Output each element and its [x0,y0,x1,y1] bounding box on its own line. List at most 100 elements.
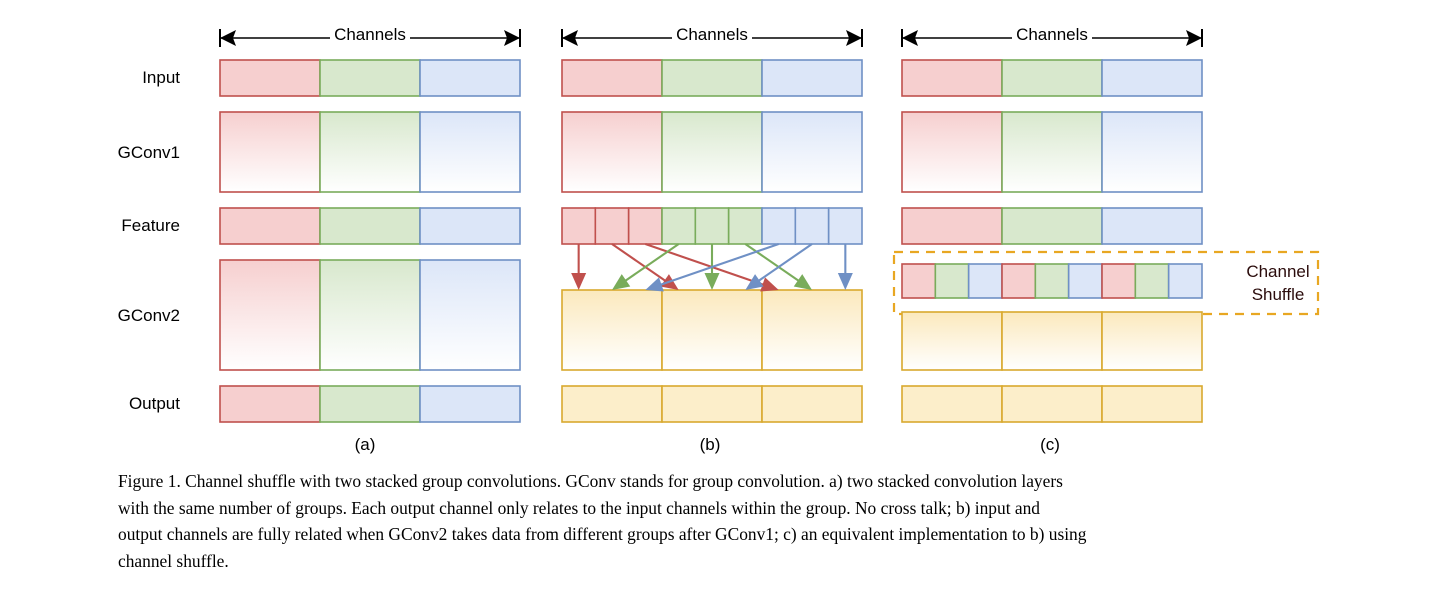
arrow-head [760,277,779,292]
panel-label-c: (c) [1040,435,1060,454]
channel-block-blue [761,111,863,193]
caption-line-3: output channels are fully related when G… [118,524,1087,545]
axis-arrowhead-left [562,30,578,46]
channel-block-red [901,111,1003,193]
channel-block-red [561,59,663,97]
channel-block-green [1001,111,1103,193]
channel-block-blue [419,111,521,193]
connection-arrow-blue [645,243,780,292]
arrow-head [837,273,853,290]
panel-c-row-shuffle [901,263,1203,299]
connection-arrow-red [571,244,587,290]
channel-block-yellow [901,385,1003,423]
axis-arrowhead-right [846,30,862,46]
channel-block-blue [1101,207,1203,245]
channel-block-red [901,59,1003,97]
connection-arrow-green [744,243,812,290]
arrow-head [704,273,720,290]
channel-block-yellow [1001,385,1103,423]
channel-block-green [319,111,421,193]
panel-label-b: (b) [699,435,721,454]
channel-block-yellow [901,311,1003,371]
channel-block-green [1001,207,1103,245]
arrow-shaft [611,243,669,284]
channel-cell-red [561,207,597,245]
channel-cell-green [661,207,697,245]
channel-cell-green [694,207,730,245]
panel-c-row-gconv1 [901,111,1203,193]
caption-line-4: channel shuffle. [118,550,229,571]
arrow-head [571,273,587,290]
axis-arrowhead-right [1186,30,1202,46]
arrow-head [612,274,631,290]
connection-arrow-red [644,243,779,292]
channel-cell-red [627,207,663,245]
panel-a-row-feature [219,207,521,245]
channel-block-yellow [1101,311,1203,371]
channel-block-green [1001,59,1103,97]
channel-block-yellow [761,289,863,371]
caption-paragraph: Figure 1. Channel shuffle with two stack… [118,468,1318,574]
row-label-input: Input [142,68,180,87]
channel-cell-blue [794,207,830,245]
axis-arrowhead-left [902,30,918,46]
channel-cell-green [1034,263,1070,299]
channel-block-red [219,111,321,193]
panel-c-row-output [901,385,1203,423]
arrow-head [793,274,812,290]
channel-block-green [319,385,421,423]
caption-line-2: with the same number of groups. Each out… [118,497,1040,518]
arrow-head [745,274,764,290]
connection-arrow-green [704,244,720,290]
channel-cell-green [1134,263,1170,299]
row-label-gconv1: GConv1 [117,143,180,162]
connection-arrow-blue [837,244,853,290]
channel-cell-red [901,263,937,299]
channel-block-yellow [1001,311,1103,371]
channel-block-yellow [1101,385,1203,423]
arrow-head [645,277,664,292]
channel-block-blue [419,59,521,97]
panel-c-row-feature [901,207,1203,245]
channel-cell-red [1101,263,1137,299]
channel-block-blue [419,259,521,371]
row-label-feature: Feature [121,216,180,235]
channel-block-yellow [661,385,763,423]
channel-cell-red [594,207,630,245]
channel-shuffle-line2: Shuffle [1251,285,1305,304]
channel-block-green [661,59,763,97]
channel-block-blue [419,207,521,245]
figure-caption: Figure 1. Channel shuffle with two stack… [118,468,1318,574]
channel-block-yellow [561,289,663,371]
arrow-shaft [657,243,780,287]
channel-block-red [561,111,663,193]
channel-shuffle-box [892,250,1320,316]
channel-block-red [219,385,321,423]
axis-arrowhead-right [504,30,520,46]
channel-block-blue [419,385,521,423]
channel-block-blue [1101,59,1203,97]
channel-block-red [901,207,1003,245]
channel-block-green [661,111,763,193]
arrow-shaft [622,243,680,284]
channel-cell-blue [761,207,797,245]
caption-line-1: Figure 1. Channel shuffle with two stack… [118,471,1063,491]
panel-b-row-gconv2 [561,289,863,371]
channel-cell-blue [1167,263,1203,299]
channel-shuffle-line1: Channel [1246,262,1310,281]
channel-block-red [219,207,321,245]
panel-c-row-gconv2 [901,311,1203,371]
channels-axis-label-c: Channels [1012,25,1092,45]
axis-arrowhead-left [220,30,236,46]
channel-cell-green [727,207,763,245]
channels-axis-label-a: Channels [330,25,410,45]
panel-b-row-output [561,385,863,423]
arrow-shaft [644,243,767,287]
channel-cell-blue [1067,263,1103,299]
panel-a-row-gconv2 [219,259,521,371]
diagram-svg [219,29,1320,423]
channel-cell-blue [967,263,1003,299]
channel-block-red [219,59,321,97]
channel-cell-blue [827,207,863,245]
channel-block-yellow [661,289,763,371]
